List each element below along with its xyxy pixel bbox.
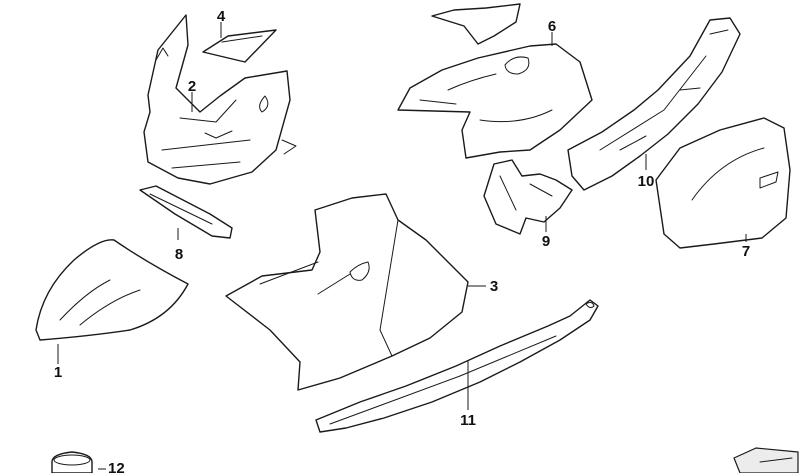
callout-3: 3	[490, 278, 498, 295]
part-4-windshield-panel[interactable]	[202, 29, 277, 63]
callout-9: 9	[542, 233, 550, 250]
callout-4: 4	[217, 8, 226, 25]
part-3-side-fairing[interactable]	[225, 193, 469, 391]
part-8-trim-bracket[interactable]	[139, 185, 233, 239]
catalog-corner-icon	[733, 447, 799, 473]
part-1-seat-cover[interactable]	[35, 239, 189, 341]
callout-labels: 4 2 8 1 3 6 9 10 7 11 12	[54, 8, 750, 473]
callout-8: 8	[175, 246, 183, 263]
callout-10: 10	[638, 173, 655, 190]
part-12-cap[interactable]	[51, 451, 93, 473]
partial-top-panel[interactable]	[431, 3, 521, 45]
part-7-side-cover[interactable]	[655, 117, 791, 249]
leader-lines	[57, 22, 747, 470]
part-10-side-trim[interactable]	[567, 17, 741, 191]
callout-7: 7	[742, 243, 750, 260]
callout-6: 6	[548, 18, 556, 35]
part-2-front-fairing[interactable]	[143, 14, 297, 185]
part-11-lower-trim[interactable]	[315, 299, 599, 433]
callout-2: 2	[188, 78, 196, 95]
callout-1: 1	[54, 364, 62, 381]
callout-12: 12	[108, 460, 125, 473]
part-9-lower-bracket[interactable]	[483, 159, 573, 235]
part-6-tank-cover[interactable]	[397, 43, 593, 159]
callout-11: 11	[460, 412, 476, 429]
